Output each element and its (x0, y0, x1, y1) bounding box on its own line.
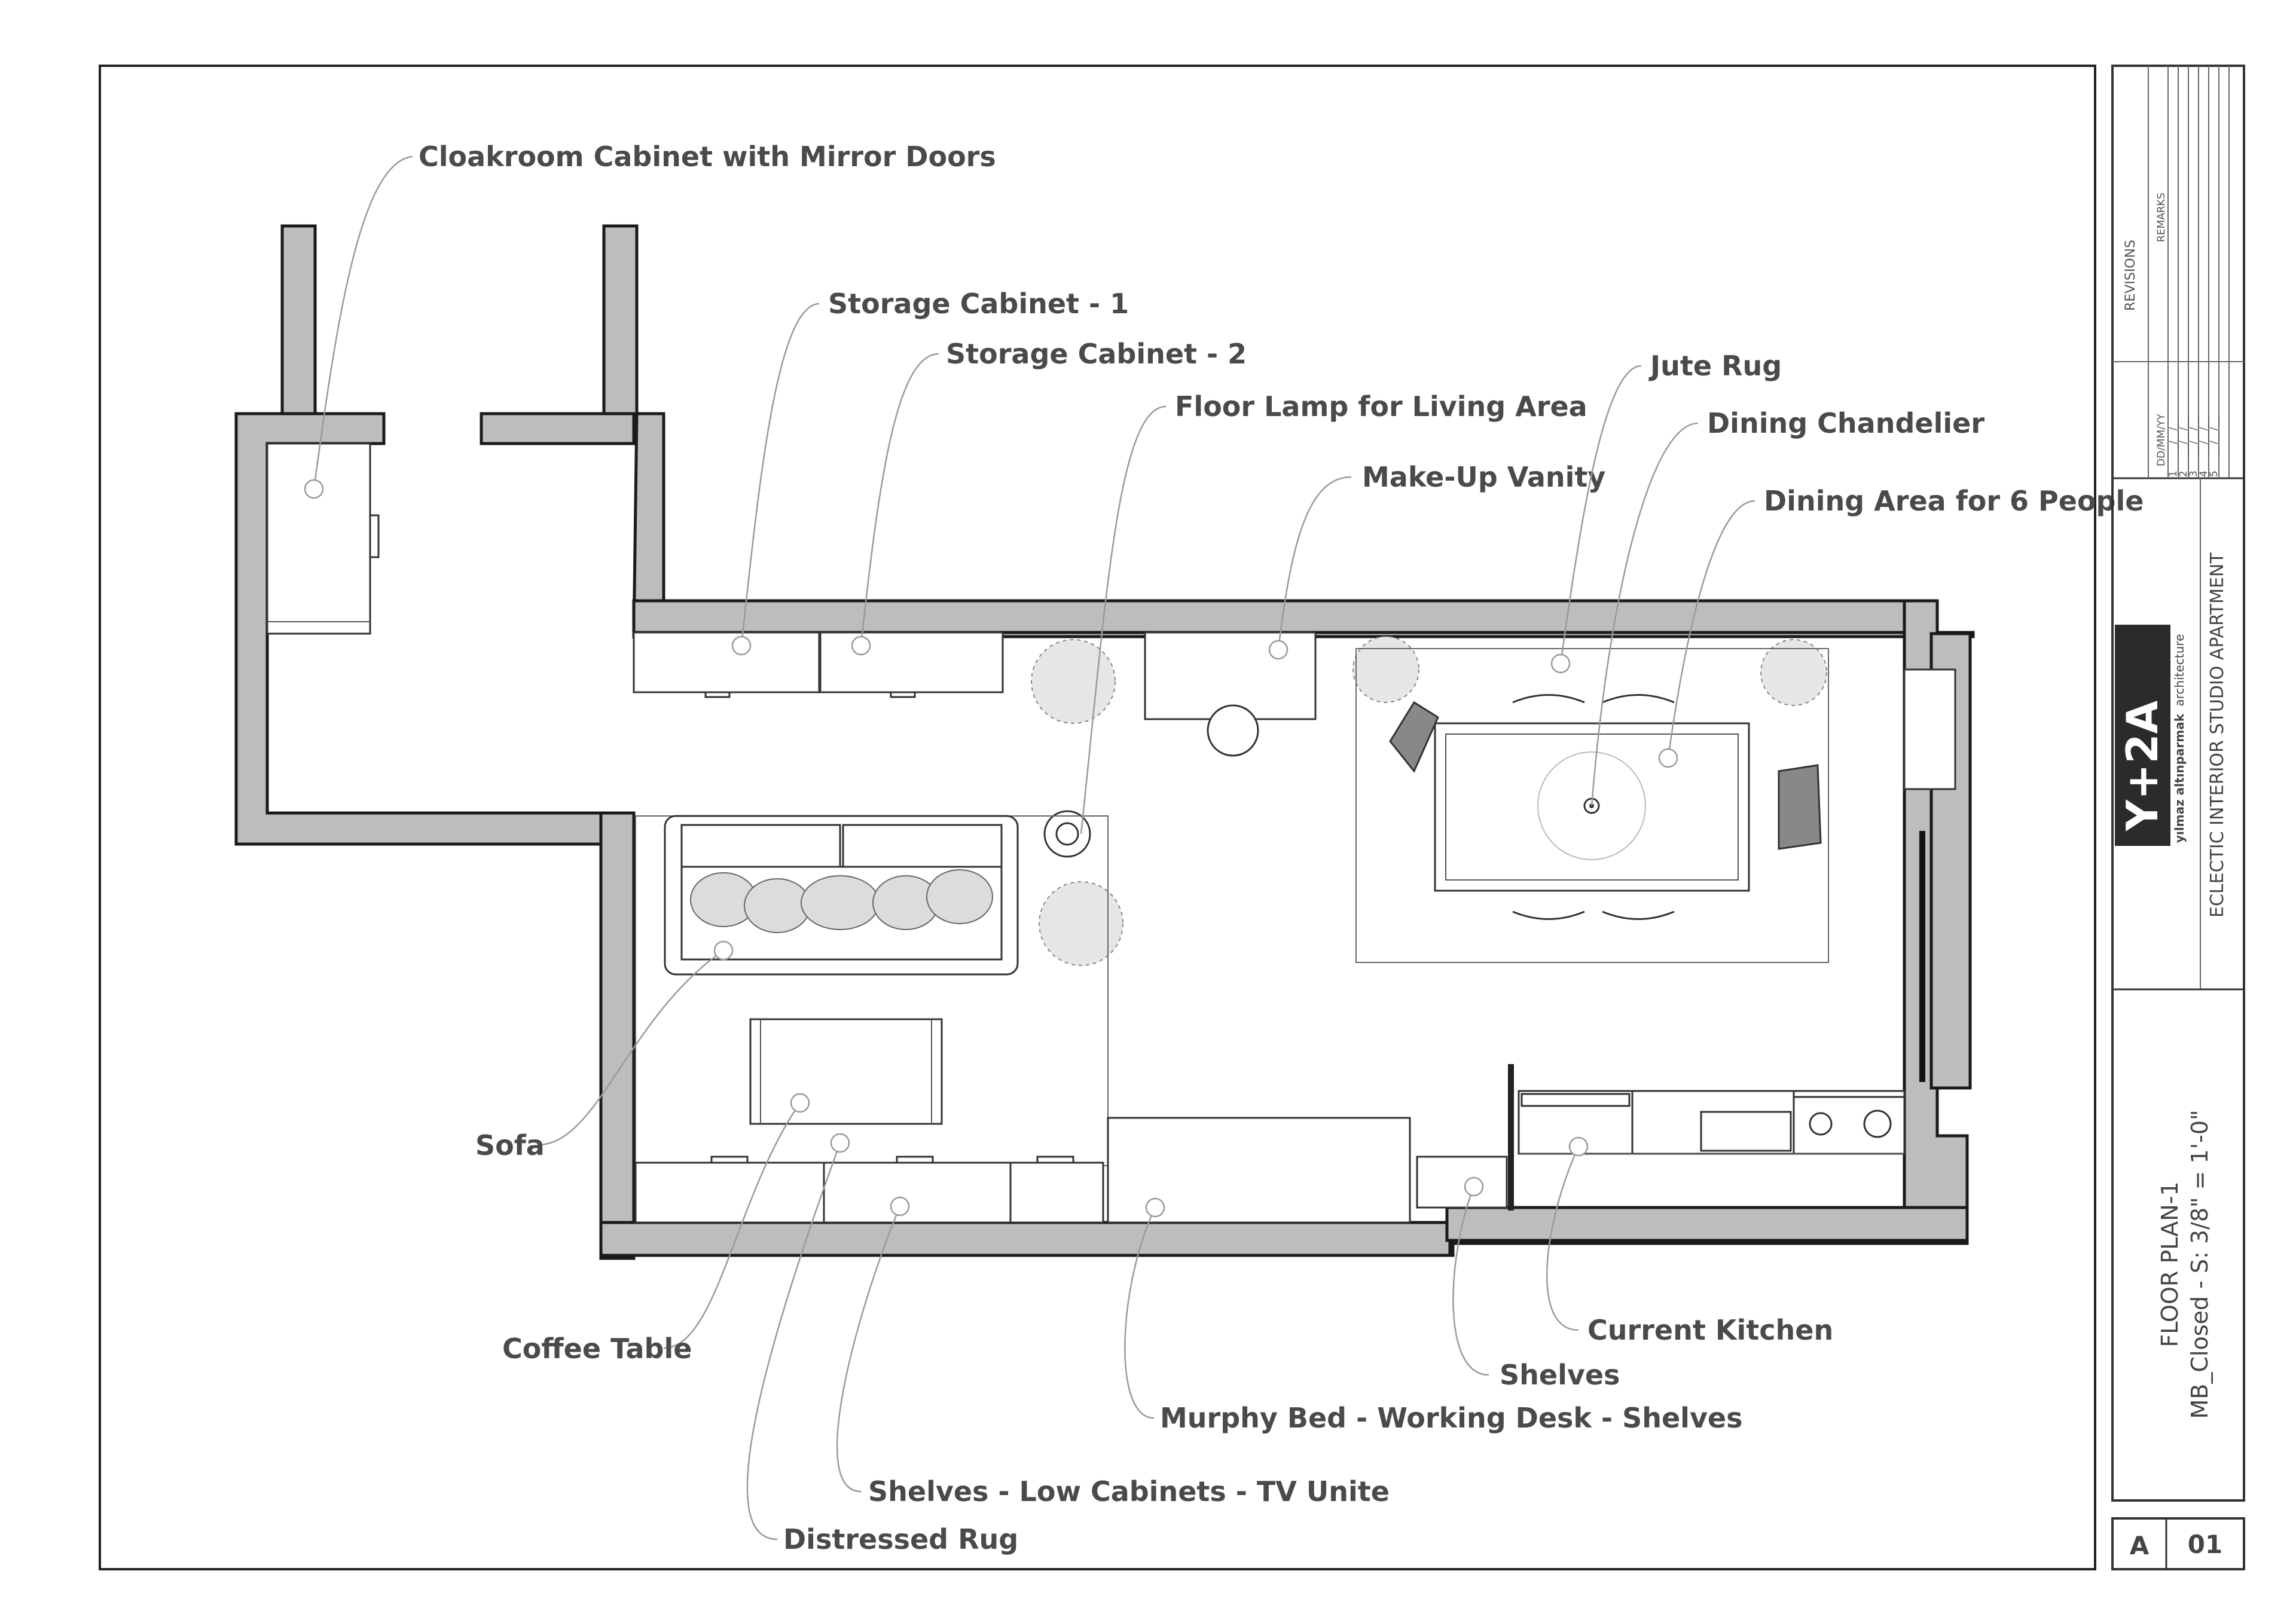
revision-date: __/__/__ (2198, 417, 2210, 455)
entry-wing-wall (234, 412, 636, 846)
label-murphy-bed: Murphy Bed - Working Desk - Shelves (1160, 1402, 1743, 1434)
revision-number: 1 (2167, 470, 2179, 477)
label-floor-lamp: Floor Lamp for Living Area (1175, 390, 1587, 423)
kitchen-shape (1518, 1090, 1906, 1155)
title-block: REVISIONS REMARKS DD/MM/YY 1 2 3 4 5 __/… (2111, 65, 2245, 1570)
logo-text: Y+2A (2117, 700, 2167, 832)
plant-icon (1352, 636, 1419, 703)
label-cloakroom-cabinet: Cloakroom Cabinet with Mirror Doors (419, 140, 996, 173)
corridor-wall-left (280, 224, 317, 419)
label-coffee-table: Coffee Table (502, 1332, 692, 1365)
label-current-kitchen: Current Kitchen (1587, 1314, 1833, 1346)
date-column-label: DD/MM/YY (2155, 414, 2167, 466)
kitchen-partition (1508, 1064, 1514, 1211)
label-dining-area: Dining Area for 6 People (1764, 485, 2144, 517)
sheet-number-box (2111, 1517, 2245, 1570)
label-storage-cabinet-2: Storage Cabinet - 2 (946, 338, 1247, 370)
revision-date: __/__/__ (2208, 417, 2220, 455)
revision-date: __/__/__ (2178, 417, 2190, 455)
walls (234, 224, 1975, 1260)
entry-wall-right (480, 412, 636, 445)
firm-name-light: architecture (2172, 634, 2187, 707)
south-wall-kitchen (1445, 1206, 1969, 1242)
revision-number: 2 (2178, 470, 2190, 477)
revision-number: 4 (2198, 470, 2210, 477)
firm-name-bold: yılmaz altınparmak (2172, 713, 2187, 843)
storage-cabinets-shape (633, 631, 1004, 698)
plant-icon (1031, 639, 1116, 724)
revision-number: 3 (2188, 470, 2200, 477)
remarks-label: REMARKS (2155, 192, 2167, 242)
dining-chairs (1389, 694, 1822, 920)
label-shelves: Shelves (1500, 1359, 1620, 1391)
label-sofa: Sofa (475, 1129, 545, 1162)
make-up-vanity-shape (1144, 631, 1317, 757)
plant-icon (1760, 639, 1827, 706)
jute-rug-shape (1355, 648, 1829, 963)
annotations: Cloakroom Cabinet with Mirror Doors Stor… (304, 140, 2144, 1555)
project-name: ECLECTIC INTERIOR STUDIO APARTMENT (2207, 552, 2228, 918)
sheet-series: A (2130, 1531, 2150, 1560)
revision-date: __/__/__ (2188, 417, 2200, 455)
living-west-wall (599, 811, 636, 1260)
corridor-wall-right (602, 224, 639, 419)
label-dining-chandelier: Dining Chandelier (1707, 407, 1984, 439)
revisions-label: REVISIONS (2123, 240, 2138, 311)
drawing-border (99, 65, 2096, 1570)
shelves-shape (1416, 1156, 1508, 1209)
label-jute-rug: Jute Rug (1648, 350, 1782, 382)
floor-lamp-shape (1043, 810, 1091, 858)
dining-table-shape (1434, 722, 1750, 892)
label-shelves-low-cabinets: Shelves - Low Cabinets - TV Unite (868, 1475, 1390, 1508)
sheet-subtitle: MB_Closed - S: 3/8" = 1'-0" (2187, 1110, 2213, 1419)
east-wall-fixtures (1903, 668, 1956, 1082)
cloakroom-cabinet-shape (266, 442, 380, 635)
revision-date: __/__/__ (2167, 417, 2179, 455)
label-storage-cabinet-1: Storage Cabinet - 1 (828, 288, 1129, 320)
label-make-up-vanity: Make-Up Vanity (1362, 461, 1605, 493)
sheet-title: FLOOR PLAN-1 (2157, 1181, 2183, 1347)
sofa-shape (664, 815, 1019, 976)
coffee-table-shape (749, 1018, 943, 1125)
firm-logo (2115, 625, 2170, 846)
revision-number: 5 (2208, 470, 2220, 477)
sheet-number: 01 (2188, 1530, 2222, 1559)
tv-unit-shape (634, 1156, 1104, 1224)
south-wall-lower (599, 1221, 1452, 1257)
plant-icon (1039, 881, 1123, 966)
label-distressed-rug: Distressed Rug (783, 1523, 1018, 1555)
firm-name: yılmaz altınparmak architecture (2172, 634, 2187, 843)
